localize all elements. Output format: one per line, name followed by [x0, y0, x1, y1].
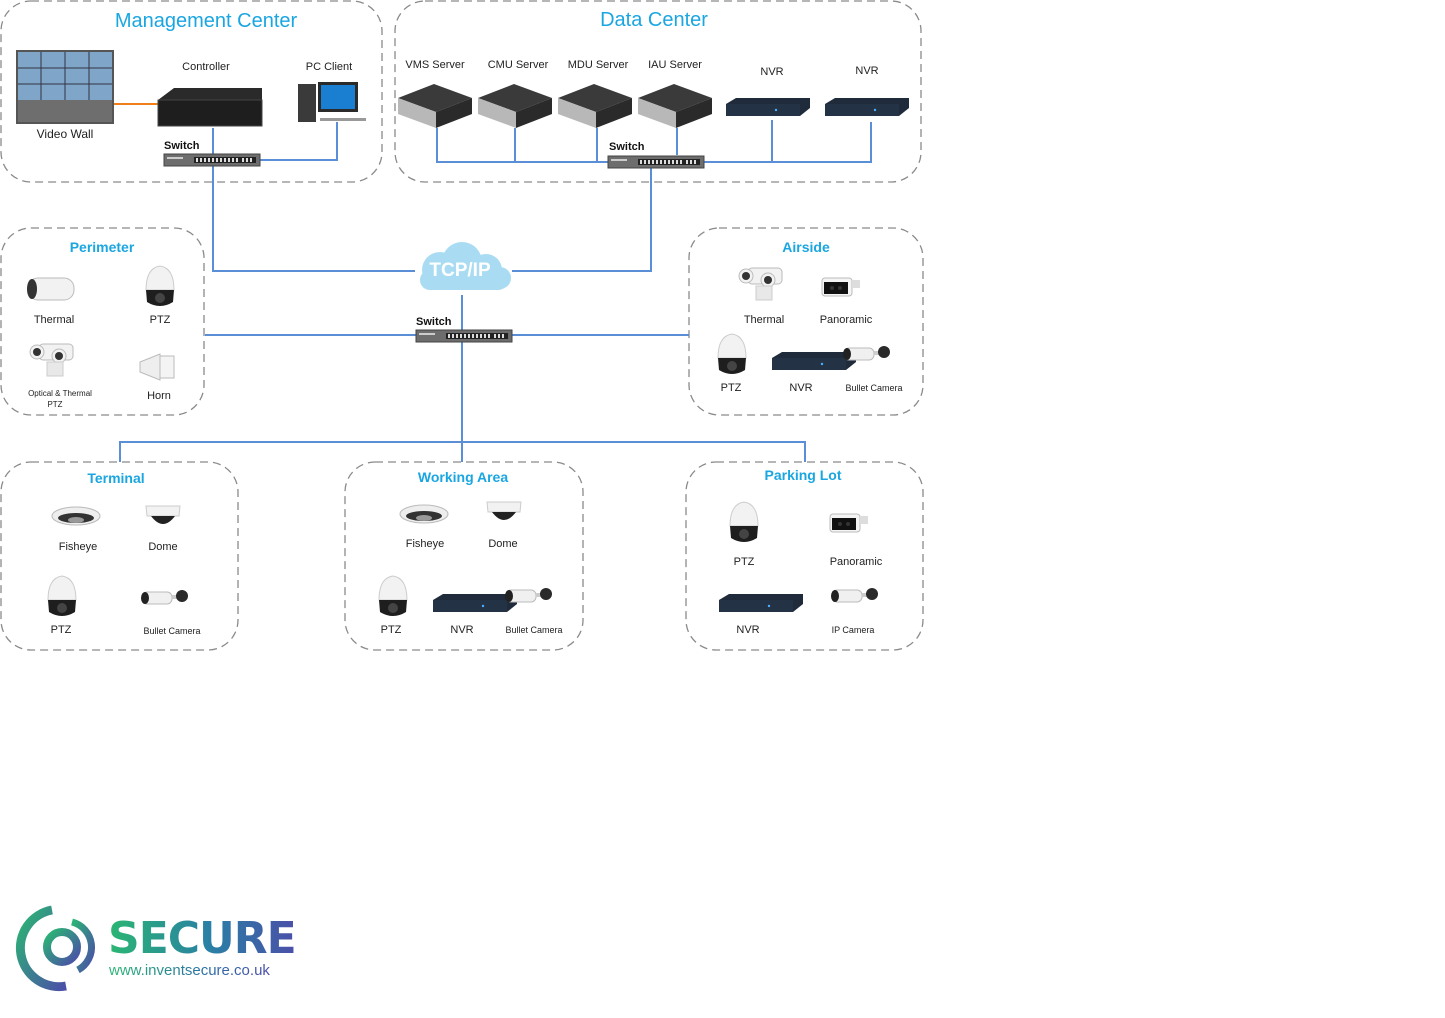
- label-dc-switch: Switch: [609, 141, 645, 153]
- nvr-icon: [726, 98, 810, 116]
- label-mdu-server: MDU Server: [567, 59, 629, 71]
- label-core-switch: Switch: [416, 316, 452, 328]
- label-ptz: PTZ: [720, 382, 742, 394]
- label-bullet-camera: Bullet Camera: [143, 626, 201, 636]
- fisheye-camera-icon: [51, 506, 101, 526]
- label-panoramic: Panoramic: [829, 556, 883, 568]
- link-dc-drops: [514, 120, 773, 162]
- ptz-camera-icon: [47, 575, 77, 617]
- label-ptz: PTZ: [380, 624, 402, 636]
- label-ptz: PTZ: [149, 314, 171, 326]
- link-dc-to-core: [512, 165, 652, 272]
- label-optical-thermal-line-1: Optical & Thermal: [28, 389, 92, 398]
- label-ptz: PTZ: [733, 556, 755, 568]
- mgmt-switch-icon: [163, 153, 261, 167]
- optical-thermal-ptz-icon: [29, 343, 74, 377]
- zone-parking-border: [685, 461, 924, 651]
- label-nvr: NVR: [855, 65, 879, 77]
- video-wall-icon: [16, 50, 114, 124]
- label-nvr: NVR: [789, 382, 813, 394]
- ptz-camera-icon: [729, 501, 759, 543]
- label-ip-camera: IP Camera: [831, 625, 875, 635]
- label-fisheye: Fisheye: [405, 538, 445, 550]
- zone-title-datacenter: Data Center: [600, 9, 708, 31]
- label-panoramic: Panoramic: [819, 314, 873, 326]
- cloud-icon: [420, 242, 511, 290]
- bullet-camera-icon: [140, 589, 189, 605]
- ptz-camera-icon: [145, 265, 175, 307]
- zone-airside-border: [688, 227, 924, 416]
- bullet-camera-icon: [842, 345, 891, 361]
- label-bullet-camera: Bullet Camera: [845, 383, 903, 393]
- ip-camera-icon: [830, 587, 879, 603]
- zone-title-terminal: Terminal: [87, 470, 145, 486]
- zone-title-parking-lot: Parking Lot: [764, 467, 842, 483]
- label-tcpip: TCP/IP: [429, 260, 491, 281]
- label-nvr: NVR: [760, 66, 784, 78]
- label-vms-server: VMS Server: [405, 59, 465, 71]
- nvr-icon: [433, 594, 517, 612]
- label-mgmt-switch: Switch: [164, 140, 200, 152]
- zone-title-management: Management Center: [114, 10, 298, 32]
- zone-title-perimeter: Perimeter: [69, 239, 135, 255]
- label-pc-client: PC Client: [305, 61, 353, 73]
- label-optical-thermal-line-2: PTZ: [47, 400, 63, 409]
- label-thermal: Thermal: [743, 314, 785, 326]
- panoramic-camera-icon: [821, 277, 861, 297]
- horn-icon: [139, 353, 175, 381]
- pc-client-icon: [298, 82, 366, 122]
- mdu-server-icon: [558, 84, 632, 128]
- zone-perimeter-border: [0, 227, 205, 416]
- label-video-wall: Video Wall: [36, 127, 94, 141]
- label-dome: Dome: [488, 538, 518, 550]
- logo-wordmark: SECURE: [108, 913, 297, 964]
- logo-mark-icon: [15, 905, 96, 992]
- label-nvr: NVR: [736, 624, 760, 636]
- iau-server-icon: [638, 84, 712, 128]
- zone-terminal-border: [0, 461, 239, 651]
- bullet-camera-icon: [504, 587, 553, 603]
- link-bottom-bus: [119, 441, 806, 462]
- ptz-camera-icon: [717, 333, 747, 375]
- label-fisheye: Fisheye: [58, 541, 98, 553]
- label-dome: Dome: [148, 541, 178, 553]
- logo-url: www.inventsecure.co.uk: [109, 962, 270, 979]
- label-horn: Horn: [147, 390, 171, 402]
- zone-working-border: [344, 461, 584, 651]
- vms-server-icon: [398, 84, 472, 128]
- label-iau-server: IAU Server: [648, 59, 702, 71]
- zone-title-airside: Airside: [782, 239, 830, 255]
- label-thermal: Thermal: [33, 314, 75, 326]
- cmu-server-icon: [478, 84, 552, 128]
- thermal-camera-icon: [27, 277, 75, 301]
- controller-icon: [157, 88, 263, 127]
- label-ptz: PTZ: [50, 624, 72, 636]
- label-nvr: NVR: [450, 624, 474, 636]
- link-mgmt-to-core: [212, 160, 415, 272]
- label-cmu-server: CMU Server: [487, 59, 549, 71]
- nvr-icon: [825, 98, 909, 116]
- link-pc-switch: [260, 122, 338, 161]
- fisheye-camera-icon: [399, 504, 449, 524]
- label-controller: Controller: [182, 61, 230, 73]
- zone-datacenter-border: [394, 0, 922, 183]
- ptz-camera-icon: [378, 575, 408, 617]
- panoramic-camera-icon: [829, 513, 869, 533]
- core-switch-icon: [415, 329, 513, 343]
- dome-camera-icon: [145, 505, 181, 525]
- thermal-ptz-icon: [738, 267, 783, 301]
- zone-management-border: [0, 0, 383, 183]
- dome-camera-icon: [486, 501, 522, 521]
- nvr-icon: [719, 594, 803, 612]
- zone-title-working-area: Working Area: [417, 469, 509, 485]
- dc-switch-icon: [607, 155, 705, 169]
- label-bullet-camera: Bullet Camera: [505, 625, 563, 635]
